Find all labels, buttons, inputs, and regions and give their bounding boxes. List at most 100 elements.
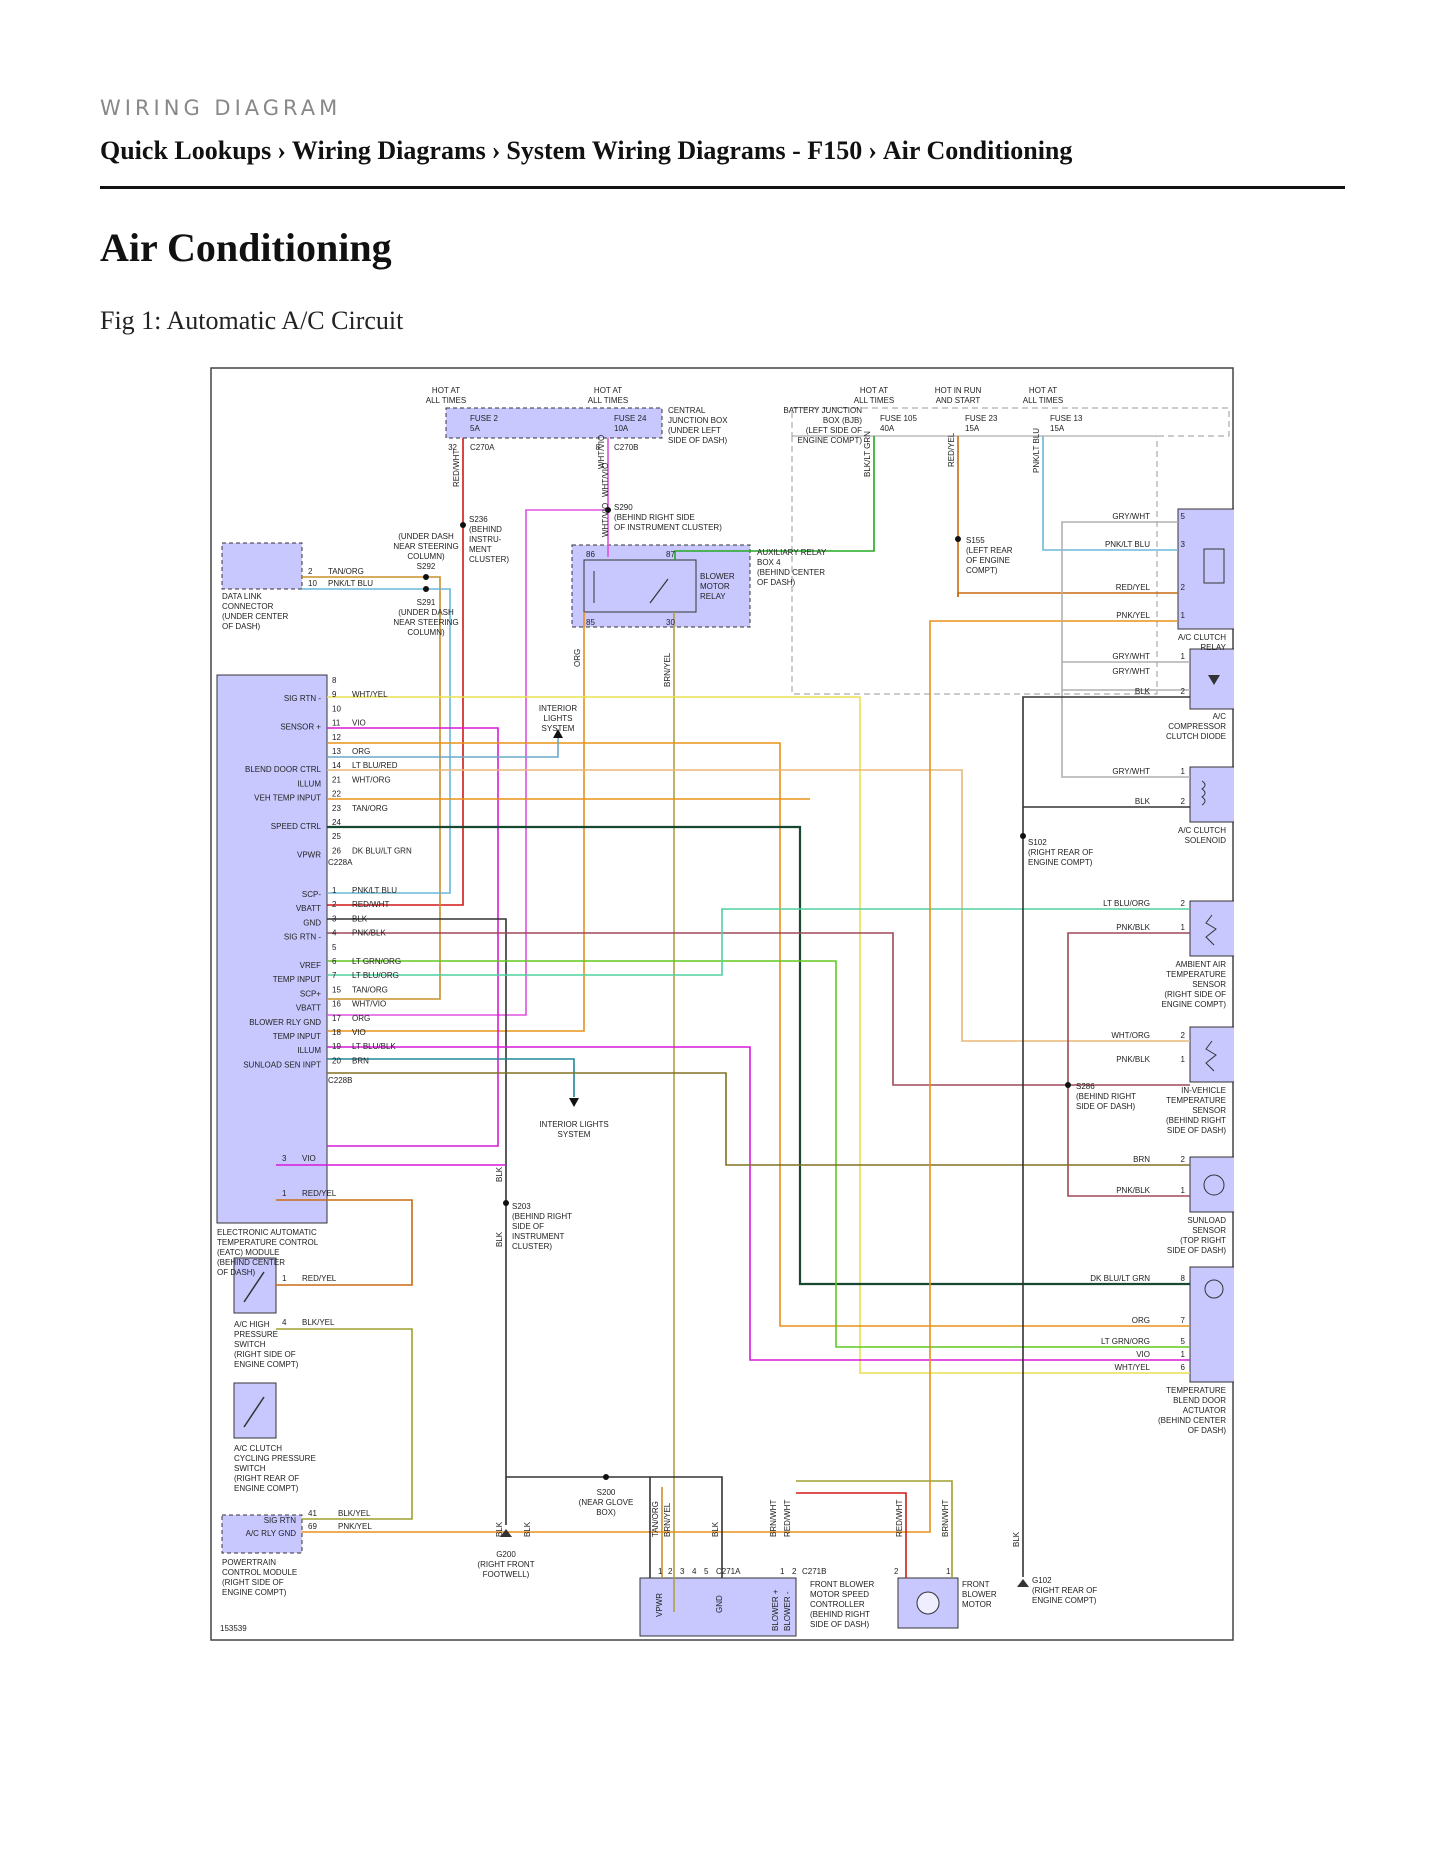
pcm-label: CONTROL MODULE [222, 1568, 297, 1577]
pcm-wire-label: PNK/YEL [338, 1522, 372, 1531]
fbmsc-label: FRONT BLOWER [810, 1580, 875, 1589]
vertical-wire-label: BRN/WHT [769, 1500, 778, 1537]
wire-brn-wht [796, 1480, 953, 1578]
vertical-wire-label: BRN/YEL [663, 652, 672, 687]
eatc-label: ELECTRONIC AUTOMATIC [217, 1228, 317, 1237]
actuator-pin: 5 [1181, 1337, 1186, 1346]
powertrain-control-module [221, 1514, 303, 1554]
ac-high-pressure-switch-label: A/C HIGH [234, 1320, 270, 1329]
figure-caption: Fig 1: Automatic A/C Circuit [100, 306, 404, 335]
central-junction-box-label: JUNCTION BOX [668, 416, 728, 425]
s236-label: (BEHIND [469, 525, 502, 534]
wire-vio [327, 727, 499, 1147]
fuse-23-hot-label: AND START [936, 396, 981, 405]
fbmsc-function-label: GND [715, 1595, 724, 1613]
s286-label: S286 [1076, 1082, 1095, 1091]
fuse-23-hot-label: HOT IN RUN [935, 386, 982, 395]
fbmsc-function-label: BLOWER - [783, 1591, 792, 1631]
eatc-module [216, 674, 328, 1224]
fbmsc-pin: 4 [692, 1567, 697, 1576]
solenoid-wire-label: GRY/WHT [1112, 767, 1150, 776]
actuator-wire-label: ORG [1132, 1316, 1150, 1325]
fuse-24-hot-label: ALL TIMES [588, 396, 628, 405]
blower-motor-label: BLOWER [962, 1590, 997, 1599]
breadcrumb-separator: › [868, 136, 877, 165]
eatc-pin: 1 [332, 886, 337, 895]
vertical-wire-label: BLK [1012, 1531, 1021, 1547]
vertical-wire-label: BRN/YEL [663, 1502, 672, 1537]
vertical-wire-label: BLK [495, 1521, 504, 1537]
fuse-13-label: 15A [1050, 424, 1065, 433]
breadcrumb-item-wiring-diagrams[interactable]: Wiring Diagrams [291, 136, 486, 165]
diode-label: CLUTCH DIODE [1166, 732, 1226, 741]
actuator-pin: 1 [1181, 1350, 1186, 1359]
data-link-connector [221, 542, 303, 590]
in-vehicle-sensor-label: TEMPERATURE [1166, 1096, 1226, 1105]
c270a-label: C270A [470, 443, 495, 452]
eatc-wire-label: BRN [352, 1056, 369, 1065]
breadcrumb-item-air-conditioning[interactable]: Air Conditioning [882, 136, 1073, 165]
eatc-function-label: ILLUM [297, 1046, 321, 1055]
eatc-pin: 2 [332, 900, 337, 909]
ac-clutch-cycling-switch-label: ENGINE COMPT) [234, 1484, 299, 1493]
fuse-13-hot-label: HOT AT [1029, 386, 1057, 395]
s290-label: OF INSTRUMENT CLUSTER) [614, 523, 722, 532]
wire-wht-yel [327, 696, 1190, 1374]
switch-wire-label: BLK/YEL [302, 1318, 335, 1327]
under-hood-outline [791, 435, 1158, 695]
eatc-pin: 18 [332, 1028, 341, 1037]
eatc-function-label: VREF [300, 961, 321, 970]
s203-label: (BEHIND RIGHT [512, 1212, 572, 1221]
wire-lt-blu-blk [327, 1058, 575, 1097]
fuse-105-hot-label: HOT AT [860, 386, 888, 395]
actuator-wire-label: LT GRN/ORG [1101, 1337, 1150, 1346]
in-vehicle-sensor-label: (BEHIND RIGHT [1166, 1116, 1226, 1125]
eatc-wire-label: WHT/YEL [352, 690, 388, 699]
vertical-wire-label: TAN/ORG [651, 1501, 660, 1537]
ac-high-pressure-switch-label: (RIGHT SIDE OF [234, 1350, 296, 1359]
dlc-label: (UNDER CENTER [222, 612, 288, 621]
eatc-wire-label: ORG [352, 747, 370, 756]
eatc-pin: 23 [332, 804, 341, 813]
wire-lt-blu-red [327, 737, 559, 758]
s203-label: SIDE OF [512, 1222, 544, 1231]
front-blower-motor-speed-controller [639, 1577, 797, 1637]
pcm-function-label: A/C RLY GND [246, 1529, 297, 1538]
pcm-label: ENGINE COMPT) [222, 1588, 287, 1597]
wire-pnk-lt-blu [1042, 436, 1178, 551]
relay-pin-86: 86 [586, 550, 595, 559]
blower-motor-relay-label: MOTOR [700, 582, 730, 591]
breadcrumb-item-system-wiring[interactable]: System Wiring Diagrams - F150 [506, 136, 863, 165]
fbmsc-pin: 1 [780, 1567, 785, 1576]
fuse-2-hot-label: HOT AT [432, 386, 460, 395]
switch-pin: 1 [282, 1274, 287, 1283]
wire-pnk-yel [302, 620, 1178, 1533]
fbmsc-function-label: VPWR [655, 1593, 664, 1617]
dlc-label: CONNECTOR [222, 602, 274, 611]
eatc-pin: 7 [332, 971, 337, 980]
in-vehicle-sensor [1189, 1026, 1234, 1083]
s200-label: BOX) [596, 1508, 616, 1517]
blower-motor-relay [583, 559, 697, 613]
breadcrumb-item-quick-lookups[interactable]: Quick Lookups [100, 136, 272, 165]
vertical-wire-label: WHT/VIO [601, 463, 610, 497]
solenoid-label: A/C CLUTCH [1178, 826, 1226, 835]
pcm-wire-label: BLK/YEL [338, 1509, 371, 1518]
eatc-wire-label: PNK/BLK [352, 929, 386, 938]
ambient-sensor-label: ENGINE COMPT) [1162, 1000, 1227, 1009]
switch-pin: 3 [282, 1154, 287, 1163]
section-label: WIRING DIAGRAM [100, 96, 342, 120]
clutch-relay-pin: 3 [1181, 540, 1186, 549]
eatc-wire-label: LT BLU/RED [352, 761, 398, 770]
eatc-wire-label: DK BLU/LT GRN [352, 846, 412, 855]
switch-pin: 4 [282, 1318, 287, 1327]
s155-label: S155 [966, 536, 985, 545]
clutch-relay-wire-label: GRY/WHT [1112, 512, 1150, 521]
s292-dot [423, 574, 429, 580]
ambient-sensor-pin: 2 [1181, 899, 1186, 908]
eatc-wire-label: WHT/VIO [352, 1000, 386, 1009]
s291-label: S291 [417, 598, 436, 607]
vertical-wire-label: RED/YEL [947, 432, 956, 467]
c271b-label: C271B [802, 1567, 826, 1576]
